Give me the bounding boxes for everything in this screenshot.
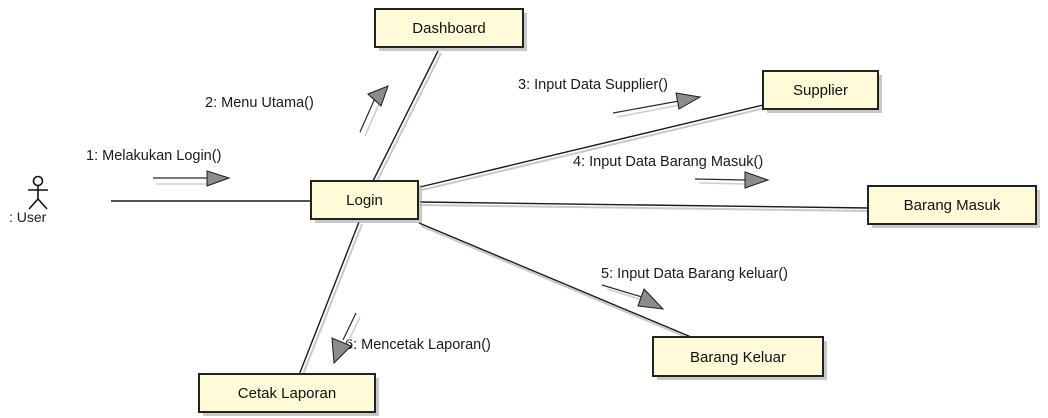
- message-5-label: 5: Input Data Barang keluar(): [601, 266, 788, 282]
- message-2-arrow-icon: [359, 85, 389, 137]
- message-3-label: 3: Input Data Supplier(): [518, 77, 668, 93]
- object-login[interactable]: Login: [310, 180, 422, 223]
- object-barang-keluar[interactable]: Barang Keluar: [652, 336, 827, 380]
- message-4-label: 4: Input Data Barang Masuk(): [573, 154, 763, 170]
- message-1-arrow-icon: [153, 170, 231, 187]
- message-6-label: 6: Mencetak Laporan(): [345, 337, 491, 353]
- link-login-barang-keluar: [418, 222, 692, 338]
- message-3-arrow-icon: [612, 92, 702, 118]
- link-shadow-login-dashboard: [375, 52, 442, 184]
- actor-label: : User: [9, 209, 47, 225]
- actor-user[interactable]: : User: [9, 175, 48, 226]
- message-2[interactable]: 2: Menu Utama(): [205, 85, 389, 137]
- object-login-label: Login: [346, 192, 383, 209]
- message-6-arrow-icon: [331, 312, 361, 365]
- link-shadow-login-supplier: [421, 107, 766, 191]
- message-5[interactable]: 5: Input Data Barang keluar(): [601, 266, 788, 310]
- message-2-label: 2: Menu Utama(): [205, 95, 314, 111]
- link-login-cetak-laporan: [298, 221, 360, 376]
- object-barang-masuk[interactable]: Barang Masuk: [867, 185, 1040, 228]
- link-shadow-login-cetak-laporan: [301, 223, 363, 378]
- message-3[interactable]: 3: Input Data Supplier(): [518, 77, 702, 118]
- object-cetak-laporan-label: Cetak Laporan: [238, 385, 336, 402]
- message-4-arrow-icon: [694, 171, 770, 189]
- link-shadow-login-barang-masuk: [419, 204, 869, 212]
- message-6[interactable]: 6: Mencetak Laporan(): [331, 312, 491, 365]
- stick-figure-icon: [28, 175, 48, 210]
- links: [111, 50, 869, 378]
- message-4[interactable]: 4: Input Data Barang Masuk(): [573, 154, 770, 189]
- object-dashboard[interactable]: Dashboard: [374, 8, 527, 51]
- object-cetak-laporan[interactable]: Cetak Laporan: [198, 373, 379, 416]
- object-dashboard-label: Dashboard: [412, 20, 485, 37]
- object-supplier[interactable]: Supplier: [762, 70, 882, 113]
- link-login-supplier: [419, 104, 764, 188]
- link-login-barang-masuk: [419, 201, 869, 209]
- message-5-arrow-icon: [601, 284, 665, 310]
- link-shadow-login-barang-keluar: [420, 225, 694, 341]
- object-barang-keluar-label: Barang Keluar: [690, 349, 786, 366]
- object-barang-masuk-label: Barang Masuk: [904, 197, 1001, 214]
- link-login-dashboard: [372, 50, 439, 182]
- object-supplier-label: Supplier: [793, 82, 848, 99]
- message-1[interactable]: 1: Melakukan Login(): [86, 148, 231, 187]
- message-1-label: 1: Melakukan Login(): [86, 148, 221, 164]
